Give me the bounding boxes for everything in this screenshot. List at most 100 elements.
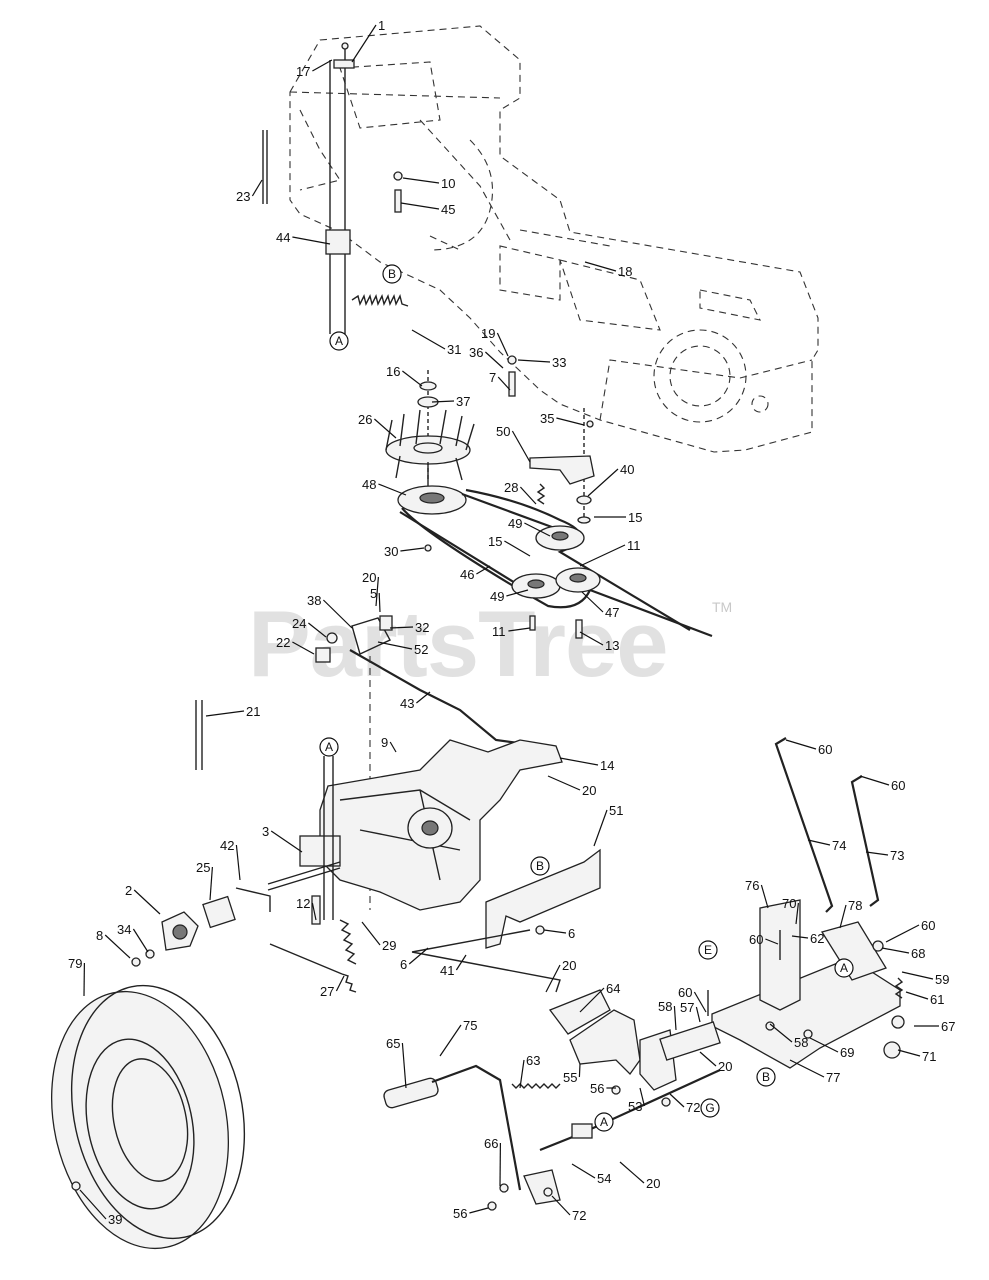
callout-leader — [431, 400, 455, 403]
callout-44: 44 — [276, 230, 290, 245]
callout-leader — [579, 544, 626, 567]
callout-leader — [292, 641, 315, 655]
callout-46: 46 — [460, 567, 474, 582]
callout-54: 54 — [597, 1171, 611, 1186]
watermark: PartsTree TM — [248, 591, 732, 696]
callout-leader — [402, 370, 423, 387]
callout-15: 15 — [488, 534, 502, 549]
callout-leader — [497, 376, 511, 391]
reference-B: B — [530, 856, 550, 876]
callout-79: 79 — [68, 956, 82, 971]
callout-leader — [519, 1059, 525, 1089]
callout-52: 52 — [414, 642, 428, 657]
callout-61: 61 — [930, 992, 944, 1007]
callout-leader — [496, 332, 509, 357]
callout-1: 1 — [378, 18, 385, 33]
callout-leader — [785, 739, 817, 750]
callout-leader — [378, 592, 381, 613]
callout-45: 45 — [441, 202, 455, 217]
callout-67: 67 — [941, 1019, 955, 1034]
callout-leader — [581, 591, 604, 613]
reference-circle — [834, 958, 854, 978]
bolt-10-45 — [393, 171, 403, 213]
callout-leader — [308, 622, 327, 638]
callout-leader — [699, 1051, 717, 1067]
callout-leader — [416, 691, 431, 704]
callout-leader — [133, 889, 161, 915]
callout-7: 7 — [489, 370, 496, 385]
callout-leader — [311, 902, 317, 921]
callout-leader — [504, 540, 531, 557]
callout-leader — [508, 627, 531, 632]
callout-leader — [351, 24, 377, 63]
callout-leader — [411, 329, 446, 350]
reference-A: A — [834, 958, 854, 978]
reference-letter: B — [388, 267, 396, 281]
callout-33: 33 — [552, 355, 566, 370]
callout-10: 10 — [441, 176, 455, 191]
callout-15: 15 — [628, 510, 642, 525]
callout-leader — [579, 631, 604, 646]
callout-leader — [760, 884, 769, 909]
callout-leader — [865, 851, 889, 856]
reference-letter: A — [335, 334, 343, 348]
callout-39: 39 — [108, 1212, 122, 1227]
callout-leader — [401, 1042, 407, 1089]
callout-leader — [807, 839, 831, 846]
callout-60: 60 — [891, 778, 905, 793]
reference-E: E — [698, 940, 718, 960]
callout-leader — [593, 809, 608, 847]
callout-8: 8 — [96, 928, 103, 943]
callout-41: 41 — [440, 963, 454, 978]
reference-B: B — [756, 1067, 776, 1087]
callout-77: 77 — [826, 1070, 840, 1085]
drive-belt-assembly — [385, 355, 713, 639]
callout-3: 3 — [262, 824, 269, 839]
callout-leader — [789, 1059, 825, 1078]
callout-6: 6 — [400, 957, 407, 972]
callout-5: 5 — [370, 586, 377, 601]
callout-58: 58 — [794, 1035, 808, 1050]
callout-leader — [205, 710, 245, 717]
callout-47: 47 — [605, 605, 619, 620]
callout-38: 38 — [307, 593, 321, 608]
reference-circle — [329, 331, 349, 351]
reference-letter: A — [840, 961, 848, 975]
callout-28: 28 — [504, 480, 518, 495]
callout-24: 24 — [292, 616, 306, 631]
reference-circle — [700, 1098, 720, 1118]
callout-leader — [476, 565, 491, 575]
reference-circle — [594, 1112, 614, 1132]
callout-leader — [695, 1006, 701, 1023]
callout-72: 72 — [572, 1208, 586, 1223]
fan-26 — [385, 409, 475, 486]
callout-60: 60 — [921, 918, 935, 933]
callout-50: 50 — [496, 424, 510, 439]
callout-55: 55 — [563, 1070, 577, 1085]
callout-leader — [639, 1087, 645, 1107]
callout-leader — [547, 775, 581, 791]
callout-65: 65 — [386, 1036, 400, 1051]
callout-leader — [374, 418, 397, 439]
callout-leader — [559, 757, 599, 766]
callout-leader — [901, 971, 934, 980]
callout-49: 49 — [490, 589, 504, 604]
callout-leader — [693, 991, 707, 1013]
callout-leader — [769, 1023, 793, 1043]
callout-25: 25 — [196, 860, 210, 875]
callout-34: 34 — [117, 922, 131, 937]
reference-letter: E — [704, 943, 712, 957]
callout-51: 51 — [609, 803, 623, 818]
callout-43: 43 — [400, 696, 414, 711]
callout-56: 56 — [590, 1081, 604, 1096]
callout-leader — [400, 202, 440, 210]
callout-11: 11 — [492, 624, 506, 639]
callout-27: 27 — [320, 984, 334, 999]
callout-leader — [519, 486, 537, 505]
callout-leader — [361, 921, 381, 946]
callout-75: 75 — [463, 1018, 477, 1033]
callout-63: 63 — [526, 1053, 540, 1068]
callout-66: 66 — [484, 1136, 498, 1151]
callout-20: 20 — [582, 783, 596, 798]
